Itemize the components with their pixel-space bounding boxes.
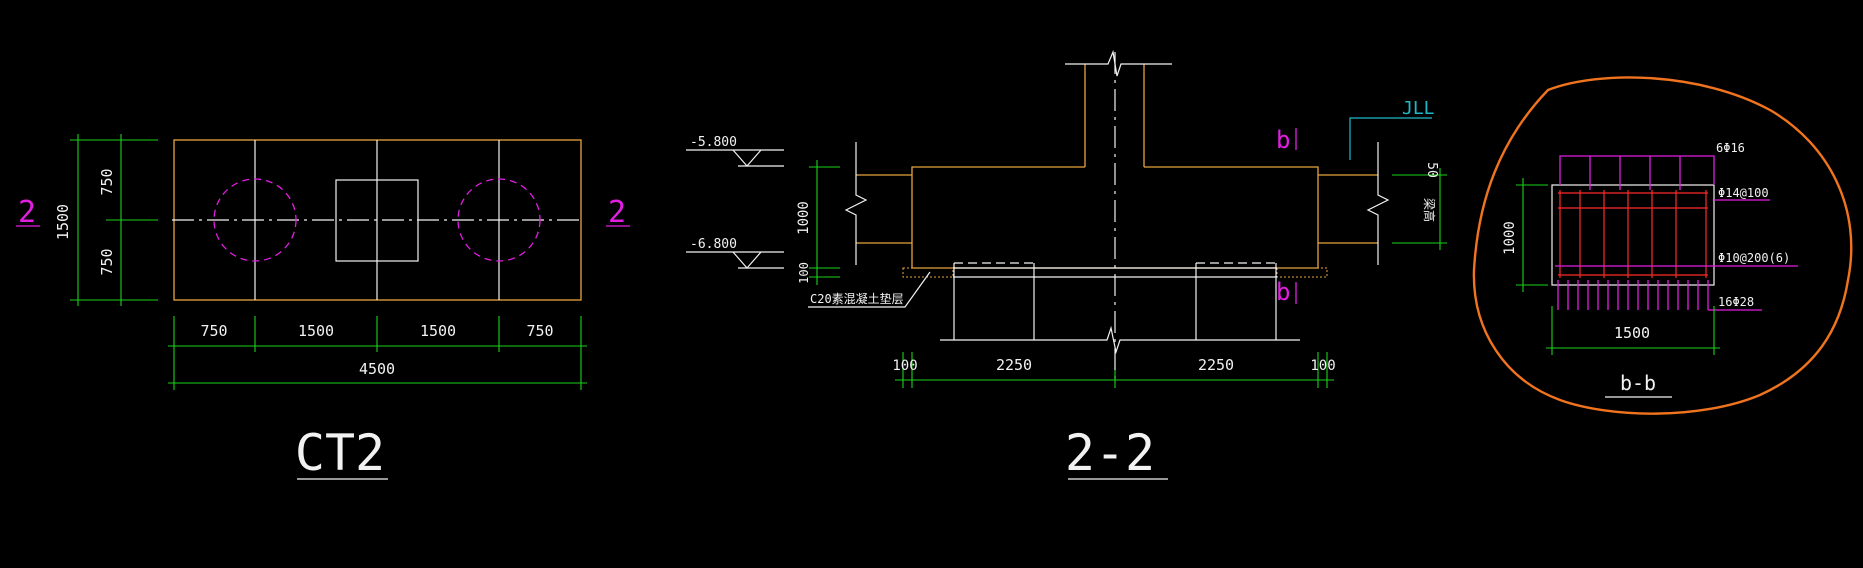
dim-100-left: 100 (892, 358, 917, 374)
dim-2250-left: 2250 (996, 356, 1032, 374)
elev-triangle (732, 149, 762, 167)
cushion-label: C20素混凝土垫层 (810, 291, 904, 306)
beam-depth-dim: 50 (1424, 162, 1439, 178)
dim-1500-vertical: 1500 (54, 204, 72, 240)
dim-1500-left: 1500 (298, 322, 334, 340)
dim-4500-total: 4500 (359, 360, 395, 378)
beam-side-text: 梁高 (1422, 198, 1437, 222)
bottom-bar-label: 16Φ28 (1718, 295, 1754, 309)
section-mark-left: 2 (18, 195, 36, 230)
dim-100-right: 100 (1310, 358, 1335, 374)
pile-circle-right (457, 178, 541, 262)
dim-100-cover: 100 (797, 262, 811, 284)
stirrup-label: Φ14@100 (1718, 186, 1769, 200)
dim-1000-height: 1000 (796, 201, 812, 235)
section-title-b-b: b-b (1620, 371, 1656, 395)
top-bar-label: 6Φ16 (1716, 141, 1745, 155)
break-line-bottom (940, 325, 1300, 355)
dim-2250-right: 2250 (1198, 356, 1234, 374)
break-line-left (844, 142, 868, 265)
cushion-left (902, 267, 954, 278)
top-bar-leader (1559, 155, 1715, 185)
cut-mark-bottom: b (1276, 278, 1290, 306)
pile-circle-left (213, 178, 297, 262)
cushion-right (1276, 267, 1328, 278)
dim-750-bottom: 750 (98, 248, 116, 275)
plan-title: CT2 (295, 424, 385, 482)
elev-bottom-text: -6.800 (690, 237, 737, 252)
section-title-2-2: 2-2 (1065, 424, 1155, 482)
section-mark-right: 2 (608, 195, 626, 230)
rebar-cage (1558, 190, 1708, 278)
section-2-2: -5.800 -6.800 1000 100 C20素混凝土垫层 JLL 50 … (686, 49, 1447, 482)
dim-1500-right: 1500 (420, 322, 456, 340)
side-bar-label: Φ10@200(6) (1718, 251, 1790, 265)
cushion-leader (808, 271, 931, 308)
section-outline (1551, 184, 1715, 286)
annotation-circle (1472, 76, 1853, 415)
bb-dim-height: 1000 (1502, 221, 1518, 255)
elev-top-text: -5.800 (690, 135, 737, 150)
section-b-b: 6Φ16 Φ14@100 Φ10@200(6) (1472, 76, 1853, 415)
plan-view-ct2: 2 2 750 750 1500 750 1500 1500 750 4500 … (16, 134, 630, 482)
dim-750-right: 750 (526, 322, 553, 340)
bb-dim-width: 1500 (1614, 324, 1650, 342)
dim-750-top: 750 (98, 168, 116, 195)
jll-leader (1349, 117, 1432, 160)
break-line-right (1366, 142, 1390, 265)
cut-mark-top: b (1276, 126, 1290, 154)
break-line-top (1065, 49, 1172, 77)
jll-label: JLL (1402, 98, 1435, 119)
elev-triangle (732, 251, 762, 269)
bottom-bar-ticks (1557, 280, 1709, 310)
top-bar-ticks (1589, 156, 1681, 190)
dim-750-left: 750 (200, 322, 227, 340)
